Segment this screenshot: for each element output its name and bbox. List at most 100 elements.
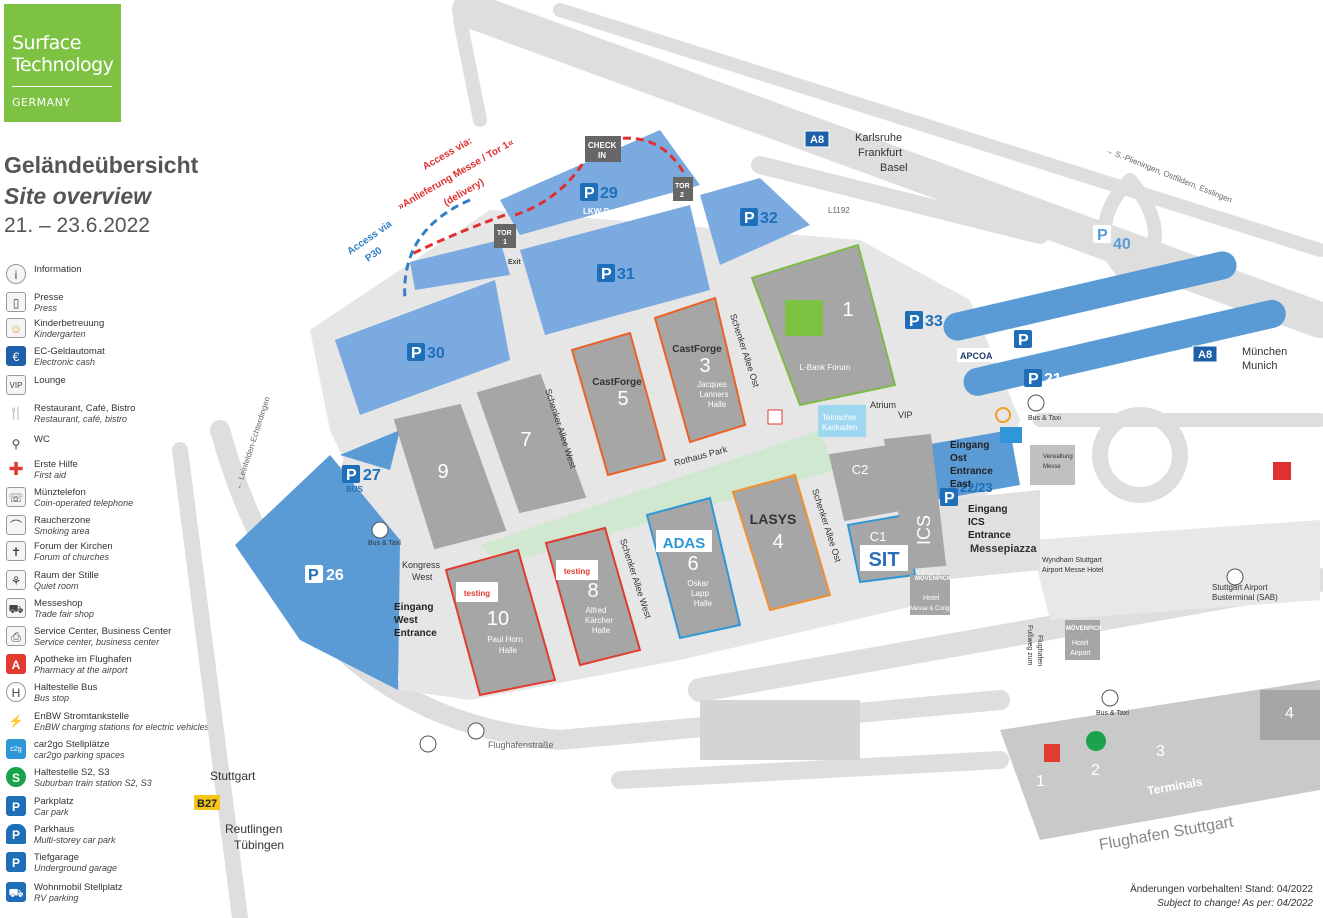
access-route-tor1 — [409, 136, 687, 257]
hall-10-name-2: Halle — [499, 646, 518, 655]
entrance-west-2: West — [394, 615, 418, 626]
legend-label-en: Kindergarten — [34, 329, 86, 339]
svg-text:SIT: SIT — [868, 549, 899, 571]
bus-stop-icon: H — [6, 682, 26, 702]
legend-label-en: Restaurant, café, bistro — [34, 414, 128, 424]
kindergarten-icon: ☺ — [6, 318, 26, 338]
svg-text:P: P — [308, 567, 319, 584]
access-routes — [403, 136, 687, 301]
a8-east-dest-1: München — [1242, 346, 1287, 358]
hotel-airport-label-2: Airport — [1070, 650, 1091, 657]
hall-c2-label: C2 — [852, 462, 869, 477]
legend-label-de: WC — [34, 434, 50, 445]
svg-text:P: P — [411, 345, 422, 362]
bus-stop-icon — [1226, 568, 1244, 586]
first-aid-icon: ✚ — [8, 459, 24, 479]
hall-4 — [731, 473, 832, 612]
brand-logo: Surface Technology GERMANY — [4, 4, 121, 122]
tor-2-marker — [673, 177, 693, 201]
teinacher-label-1: Teinacher — [822, 413, 857, 422]
logo-line-1: Surface — [12, 32, 81, 54]
wc-icon: ⚲ — [11, 437, 21, 451]
legend-label-en: Coin-operated telephone — [34, 498, 134, 508]
car2go-icon — [1000, 427, 1022, 443]
svg-text:20: 20 — [1034, 332, 1052, 349]
svg-text:31: 31 — [617, 266, 635, 283]
legend-label-de: Kinderbetreuung — [34, 318, 105, 329]
legend-label-en: Multi-storey car park — [34, 835, 116, 845]
p40-marker: P40 — [1093, 225, 1131, 253]
svg-text:A8: A8 — [1198, 349, 1212, 361]
legend-label-en: RV parking — [34, 893, 79, 903]
svg-text:LKW-Pool: LKW-Pool — [583, 207, 621, 216]
road-signs: A8 Karlsruhe Frankfurt Basel A8 München … — [194, 130, 1287, 852]
hall-7-number: 7 — [520, 429, 531, 451]
entrance-labels: Eingang Ost Entrance East Eingang ICS En… — [394, 440, 1011, 639]
surface-technology-badge — [785, 300, 823, 336]
svg-text:P: P — [1018, 332, 1029, 349]
legend-label-de: Forum der Kirchen — [34, 541, 113, 552]
hall-7 — [476, 373, 587, 514]
legend-item-pharmacy: A Apotheke im Flughafen Pharmacy at the … — [4, 654, 219, 680]
road-b27 — [172, 442, 248, 918]
car-park-icon: P — [6, 796, 26, 816]
p31-marker: P 31 — [597, 264, 635, 283]
parking-areas — [235, 130, 1286, 690]
hall-8-number: 8 — [587, 580, 598, 602]
legend-item-shop: ⛟ Messeshop Trade fair shop — [4, 598, 219, 624]
legend-label-de: Wohnmobil Stellplatz — [34, 882, 123, 893]
legend-label-en: Bus stop — [34, 693, 70, 703]
exit-label: Exit — [508, 259, 522, 266]
underground-garage-icon: P — [6, 852, 26, 872]
hall-6-name-1: Oskar — [687, 579, 709, 588]
entrance-ost-2: Ost — [950, 453, 967, 464]
legend-label-de: Information — [34, 264, 82, 275]
legend-label-de: Parkplatz — [34, 796, 74, 807]
legend-item-rv: ⛟ Wohnmobil Stellplatz RV parking — [4, 882, 219, 908]
hall-8-name-1: Alfred — [586, 606, 607, 615]
logo-line-3: GERMANY — [12, 96, 71, 109]
svg-text:Bosch Parkhaus: Bosch Parkhaus — [1065, 319, 1144, 330]
p26-marker: P 26 — [305, 565, 344, 584]
legend-label-de: EnBW Stromtankstelle — [34, 711, 130, 722]
l1192-label: L1192 — [828, 206, 850, 215]
legend-label-de: Parkhaus — [34, 824, 75, 835]
hall-3-number: 3 — [699, 355, 710, 377]
sit-logo: SIT — [860, 545, 908, 571]
legend-label-en: Underground garage — [34, 863, 118, 873]
airport-area — [1000, 680, 1320, 840]
entrance-ost-1: Eingang — [950, 440, 989, 451]
svg-text:P: P — [944, 490, 955, 507]
p22-marker: P22/23 — [940, 480, 993, 507]
hall-3 — [653, 296, 747, 444]
smoking-icon: ⌒ — [6, 515, 26, 535]
moevenpick-messe-label: MÖVENPICK — [915, 575, 952, 582]
legend-label-de: Tiefgarage — [34, 852, 80, 863]
b27-shield — [194, 795, 220, 810]
legend-label-de: Münztelefon — [34, 487, 86, 498]
hall-3-name-2: Lanners — [700, 390, 729, 399]
legend-label-en: Smoking area — [34, 526, 90, 536]
service-center-icon: ⎙ — [6, 626, 26, 646]
legend-label-de: Raucherzone — [34, 515, 91, 526]
teinacher-kaskaden-area — [818, 405, 866, 437]
entrance-ics-3: Entrance — [968, 530, 1011, 541]
svg-text:30: 30 — [427, 345, 445, 362]
hall-1-number: 1 — [842, 299, 853, 321]
pharmacy-icon: A — [6, 654, 26, 674]
svg-text:26: 26 — [326, 567, 344, 584]
svg-text:P: P — [1028, 371, 1039, 388]
legend-label-de: Raum der Stille — [34, 570, 99, 581]
rv-parking-icon: ⛟ — [6, 882, 26, 902]
svg-text:P: P — [601, 266, 612, 283]
moevenpick-airport-label: MÖVENPICK — [1066, 625, 1103, 632]
hotel-messe-building — [910, 575, 950, 615]
hall-9 — [393, 403, 507, 550]
svg-text:P: P — [1097, 227, 1108, 244]
entrance-ost-4: East — [950, 479, 972, 490]
hall-labels: 1 L-Bank Forum 3 Jacques Lanners Halle 5… — [437, 299, 934, 655]
